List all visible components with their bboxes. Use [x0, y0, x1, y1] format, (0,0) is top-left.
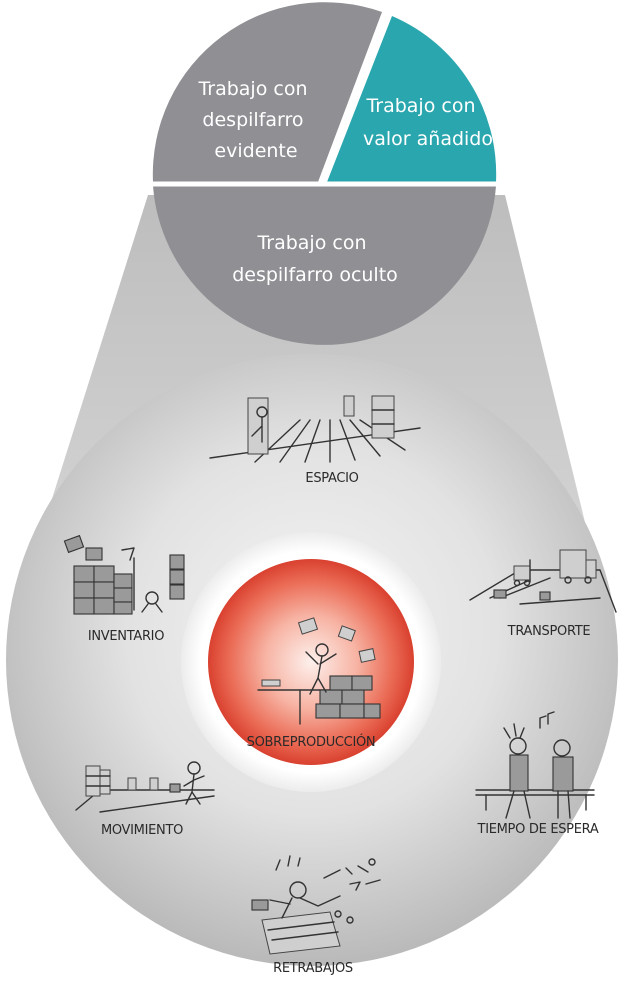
- waste-label-transport: TRANSPORTE: [507, 624, 591, 639]
- pie-label-waste-evident: Trabajo con despilfarro evidente: [197, 78, 313, 162]
- pie-slice-waste-evident: [152, 2, 382, 183]
- rework-worker-icon: [251, 855, 381, 955]
- pie-slice-value-added: [327, 16, 497, 182]
- warehouse-space-icon: [209, 395, 421, 463]
- inventory-stacks-icon: [63, 534, 185, 615]
- center-label: SOBREPRODUCCIÓN: [247, 734, 376, 750]
- forklift-truck-icon: [469, 549, 617, 613]
- waste-label-inventory: INVENTARIO: [88, 629, 164, 644]
- pie-chart: Trabajo con despilfarro evidente Trabajo…: [150, 2, 500, 345]
- walking-worker-icon: [75, 761, 215, 813]
- waste-label-movement: MOVIMIENTO: [101, 823, 183, 838]
- pie-label-waste-hidden: Trabajo con despilfarro oculto: [232, 232, 398, 286]
- waste-label-waiting: TIEMPO DE ESPERA: [477, 822, 599, 837]
- pie-slice-waste-hidden: [153, 186, 496, 345]
- waste-label-rework: RETRABAJOS: [273, 961, 353, 976]
- overproduction-icon: [257, 617, 381, 725]
- waiting-people-icon: [475, 711, 595, 819]
- pie-label-value-added: Trabajo con valor añadido: [363, 95, 493, 150]
- waste-label-space: ESPACIO: [305, 471, 358, 486]
